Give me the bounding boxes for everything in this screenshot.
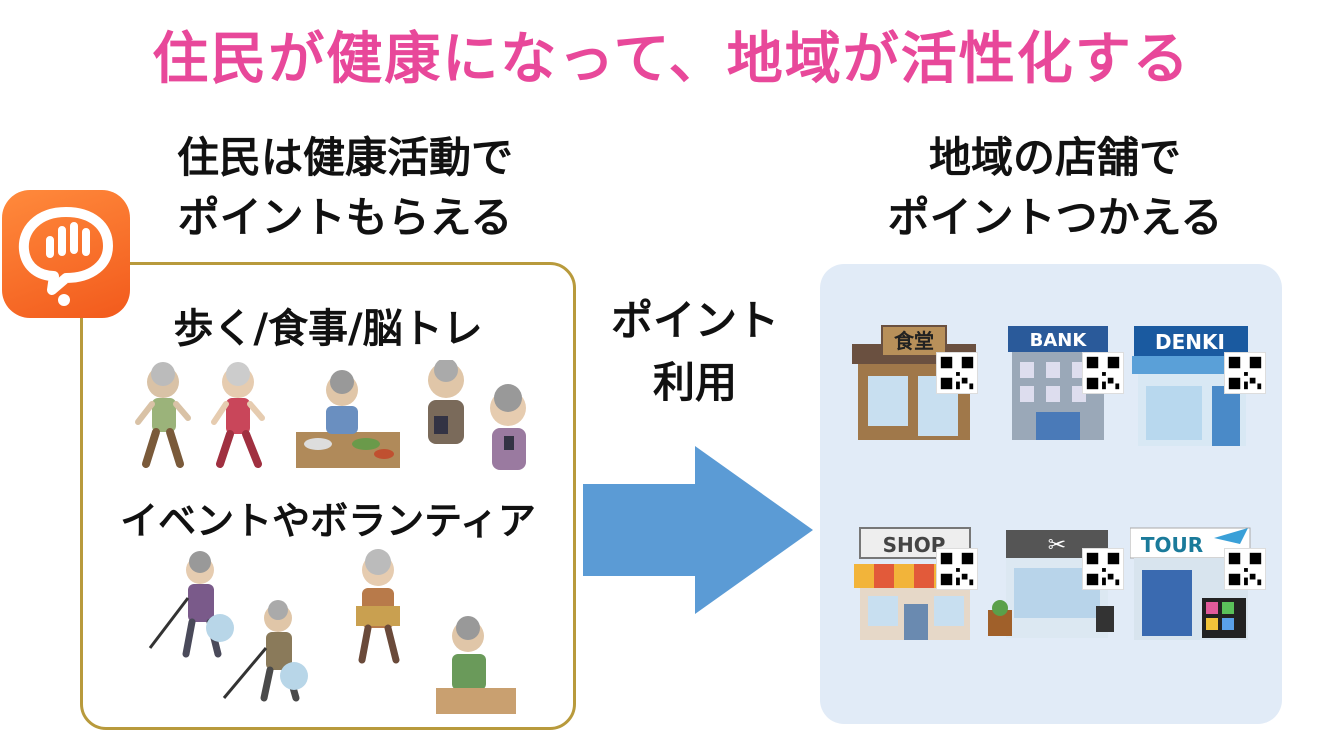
eating-man-figure xyxy=(296,370,400,468)
airplane-icon xyxy=(1214,528,1248,544)
right-heading-line2: ポイントつかえる xyxy=(887,193,1223,242)
scissors-icon: ✂ xyxy=(1048,533,1066,558)
events-label: イベントやボランティア xyxy=(120,499,536,543)
qr-code-icon xyxy=(936,352,978,394)
qr-code-icon xyxy=(936,548,978,590)
right-arrow-icon xyxy=(583,446,813,614)
walking-man-figure xyxy=(135,362,191,468)
general-shop: SHOP xyxy=(854,527,978,640)
electronics-sign: DENKI xyxy=(1155,330,1225,354)
restaurant-sign: 食堂 xyxy=(894,329,934,353)
elderly-activities-illustration xyxy=(135,360,526,470)
travel-agency-shop: TOUR xyxy=(1130,527,1251,640)
woman-with-phone-figure xyxy=(490,384,526,470)
health-activities-box xyxy=(80,262,576,730)
arrow-label-line1: ポイント xyxy=(610,296,779,345)
right-heading: 地域の店舗で ポイントつかえる xyxy=(820,128,1290,248)
travel-agency-sign: TOUR xyxy=(1141,533,1203,557)
qr-code-icon xyxy=(1082,352,1124,394)
man-woodworking-figure xyxy=(436,616,516,714)
brain-app-icon xyxy=(2,190,130,318)
electronics-shop: DENKI xyxy=(1132,326,1252,446)
cleanup-man-figure xyxy=(222,600,308,702)
qr-code-icon xyxy=(1224,548,1266,590)
walking-woman-figure xyxy=(211,362,265,468)
qr-code-icon xyxy=(1224,352,1266,394)
activities-label: 歩く/食事/脳トレ xyxy=(173,306,483,352)
arrow-label: ポイント 利用 xyxy=(590,290,800,414)
man-with-tablet-figure xyxy=(428,360,464,444)
left-heading-line1: 住民は健康活動で xyxy=(176,133,513,182)
right-heading-line1: 地域の店舗で xyxy=(928,133,1181,182)
general-shop-sign: SHOP xyxy=(883,533,946,557)
barber-shop: ✂ xyxy=(988,530,1114,638)
cleanup-woman-figure xyxy=(148,551,234,658)
woman-carrying-box-figure xyxy=(356,549,400,664)
volunteer-illustration xyxy=(148,549,516,714)
left-heading: 住民は健康活動で ポイントもらえる xyxy=(110,128,580,248)
main-title: 住民が健康になって、地域が活性化する xyxy=(152,27,1191,92)
qr-code-icon xyxy=(1082,548,1124,590)
bank-sign: BANK xyxy=(1030,330,1088,351)
arrow-label-line2: 利用 xyxy=(652,358,737,407)
left-heading-line2: ポイントもらえる xyxy=(177,193,513,242)
